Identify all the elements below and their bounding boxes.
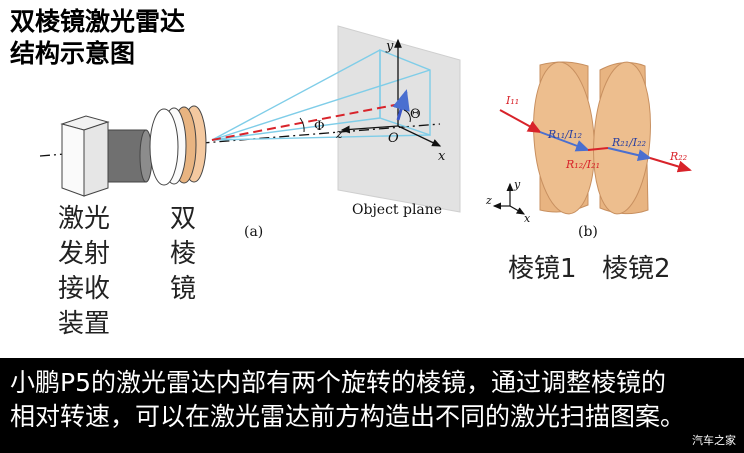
label-axis-y: y — [385, 39, 394, 54]
label-figure-b: (b) — [578, 224, 598, 240]
label-R11I12: R₁₁/I₁₂ — [547, 128, 582, 141]
b-x-axis — [509, 205, 526, 215]
beam-R22 — [649, 157, 692, 173]
beam-R12 — [587, 147, 609, 151]
label-prism-1: 棱镜1 — [508, 254, 577, 284]
label-R22: R₂₂ — [669, 150, 687, 163]
caption-bar: 小鹏P5的激光雷达内部有两个旋转的棱镜，通过调整棱镜的 相对转速，可以在激光雷达… — [0, 358, 744, 453]
label-double-prism: 双 棱 镜 — [170, 204, 197, 304]
lidar-diagram: y x z O Φ Θ Object plane (a) I₁₁ R₁₁/I₁₂… — [39, 25, 692, 240]
label-b-y: y — [513, 178, 521, 191]
beam-I11 — [499, 109, 542, 133]
watermark: 汽车之家 — [692, 434, 736, 447]
label-R12I21: R₁₂/I₂₁ — [565, 158, 600, 171]
label-phi: Φ — [314, 119, 325, 134]
diagram-title: 双棱镜激光雷达 结构示意图 — [10, 7, 186, 68]
label-R21I22: R₂₁/I₂₂ — [611, 136, 646, 149]
label-I11: I₁₁ — [505, 94, 519, 107]
label-origin: O — [388, 131, 399, 146]
label-object-plane: Object plane — [352, 202, 442, 218]
caption-line-2: 相对转速，可以在激光雷达前方构造出不同的激光扫描图案。 — [10, 402, 686, 431]
scan-cone — [211, 48, 431, 141]
beam-R21 — [607, 147, 652, 162]
label-figure-a: (a) — [244, 224, 263, 240]
caption-line-1: 小鹏P5的激光雷达内部有两个旋转的棱镜，通过调整棱镜的 — [10, 368, 666, 397]
label-theta: Θ — [410, 107, 421, 122]
label-b-x: x — [524, 212, 531, 225]
label-b-z: z — [485, 194, 492, 207]
theta-arc — [403, 109, 411, 123]
laser-beam — [211, 103, 401, 141]
double-prism-a — [149, 105, 207, 186]
label-prism-2: 棱镜2 — [602, 254, 671, 284]
z-axis-line — [340, 125, 399, 134]
label-transceiver: 激光 发射 接收 装置 — [58, 204, 111, 339]
x-axis-line — [397, 125, 442, 147]
phi-arc — [299, 117, 305, 133]
label-axis-z: z — [335, 127, 343, 142]
prism-2 — [593, 61, 651, 215]
label-axis-x: x — [438, 149, 446, 164]
beam-R11 — [539, 131, 590, 152]
laser-transceiver — [60, 115, 153, 197]
prism-1 — [533, 61, 595, 215]
theta-vector — [392, 89, 410, 121]
